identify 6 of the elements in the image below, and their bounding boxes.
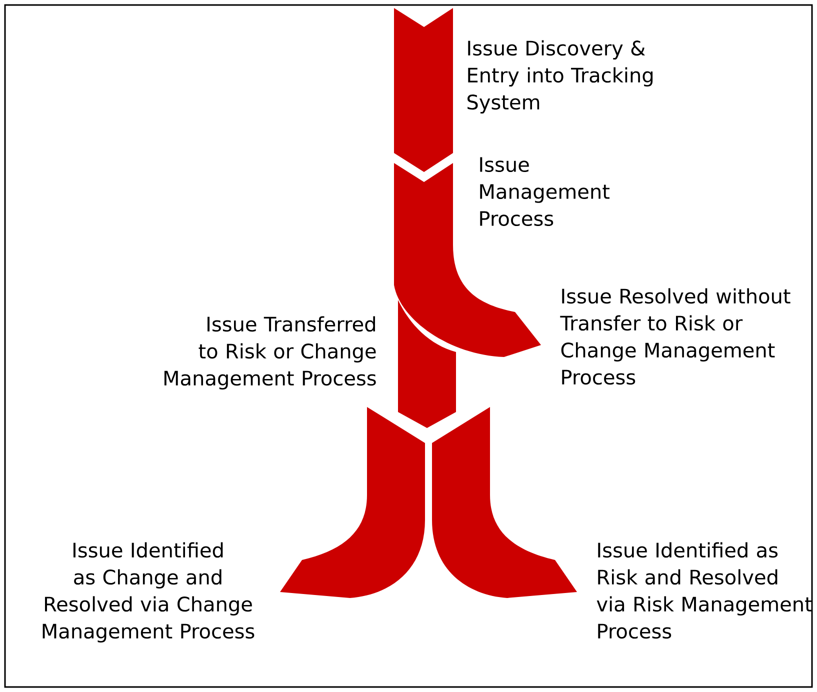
step-caption: Issue Transferred to Risk or Change Management Process <box>164 316 376 390</box>
step-caption: Issue Resolved without Transfer to Risk or Change Management Process <box>560 288 790 385</box>
step-caption: Issue Identified as Change and Resolved via Change Management Process <box>42 542 254 643</box>
step-caption: Issue Discovery & Entry into Tracking System <box>468 40 653 114</box>
step-caption: Issue Management Process <box>480 157 610 226</box>
step-caption: Issue Identified as Risk and Resolved via Risk Management Process <box>596 542 812 639</box>
